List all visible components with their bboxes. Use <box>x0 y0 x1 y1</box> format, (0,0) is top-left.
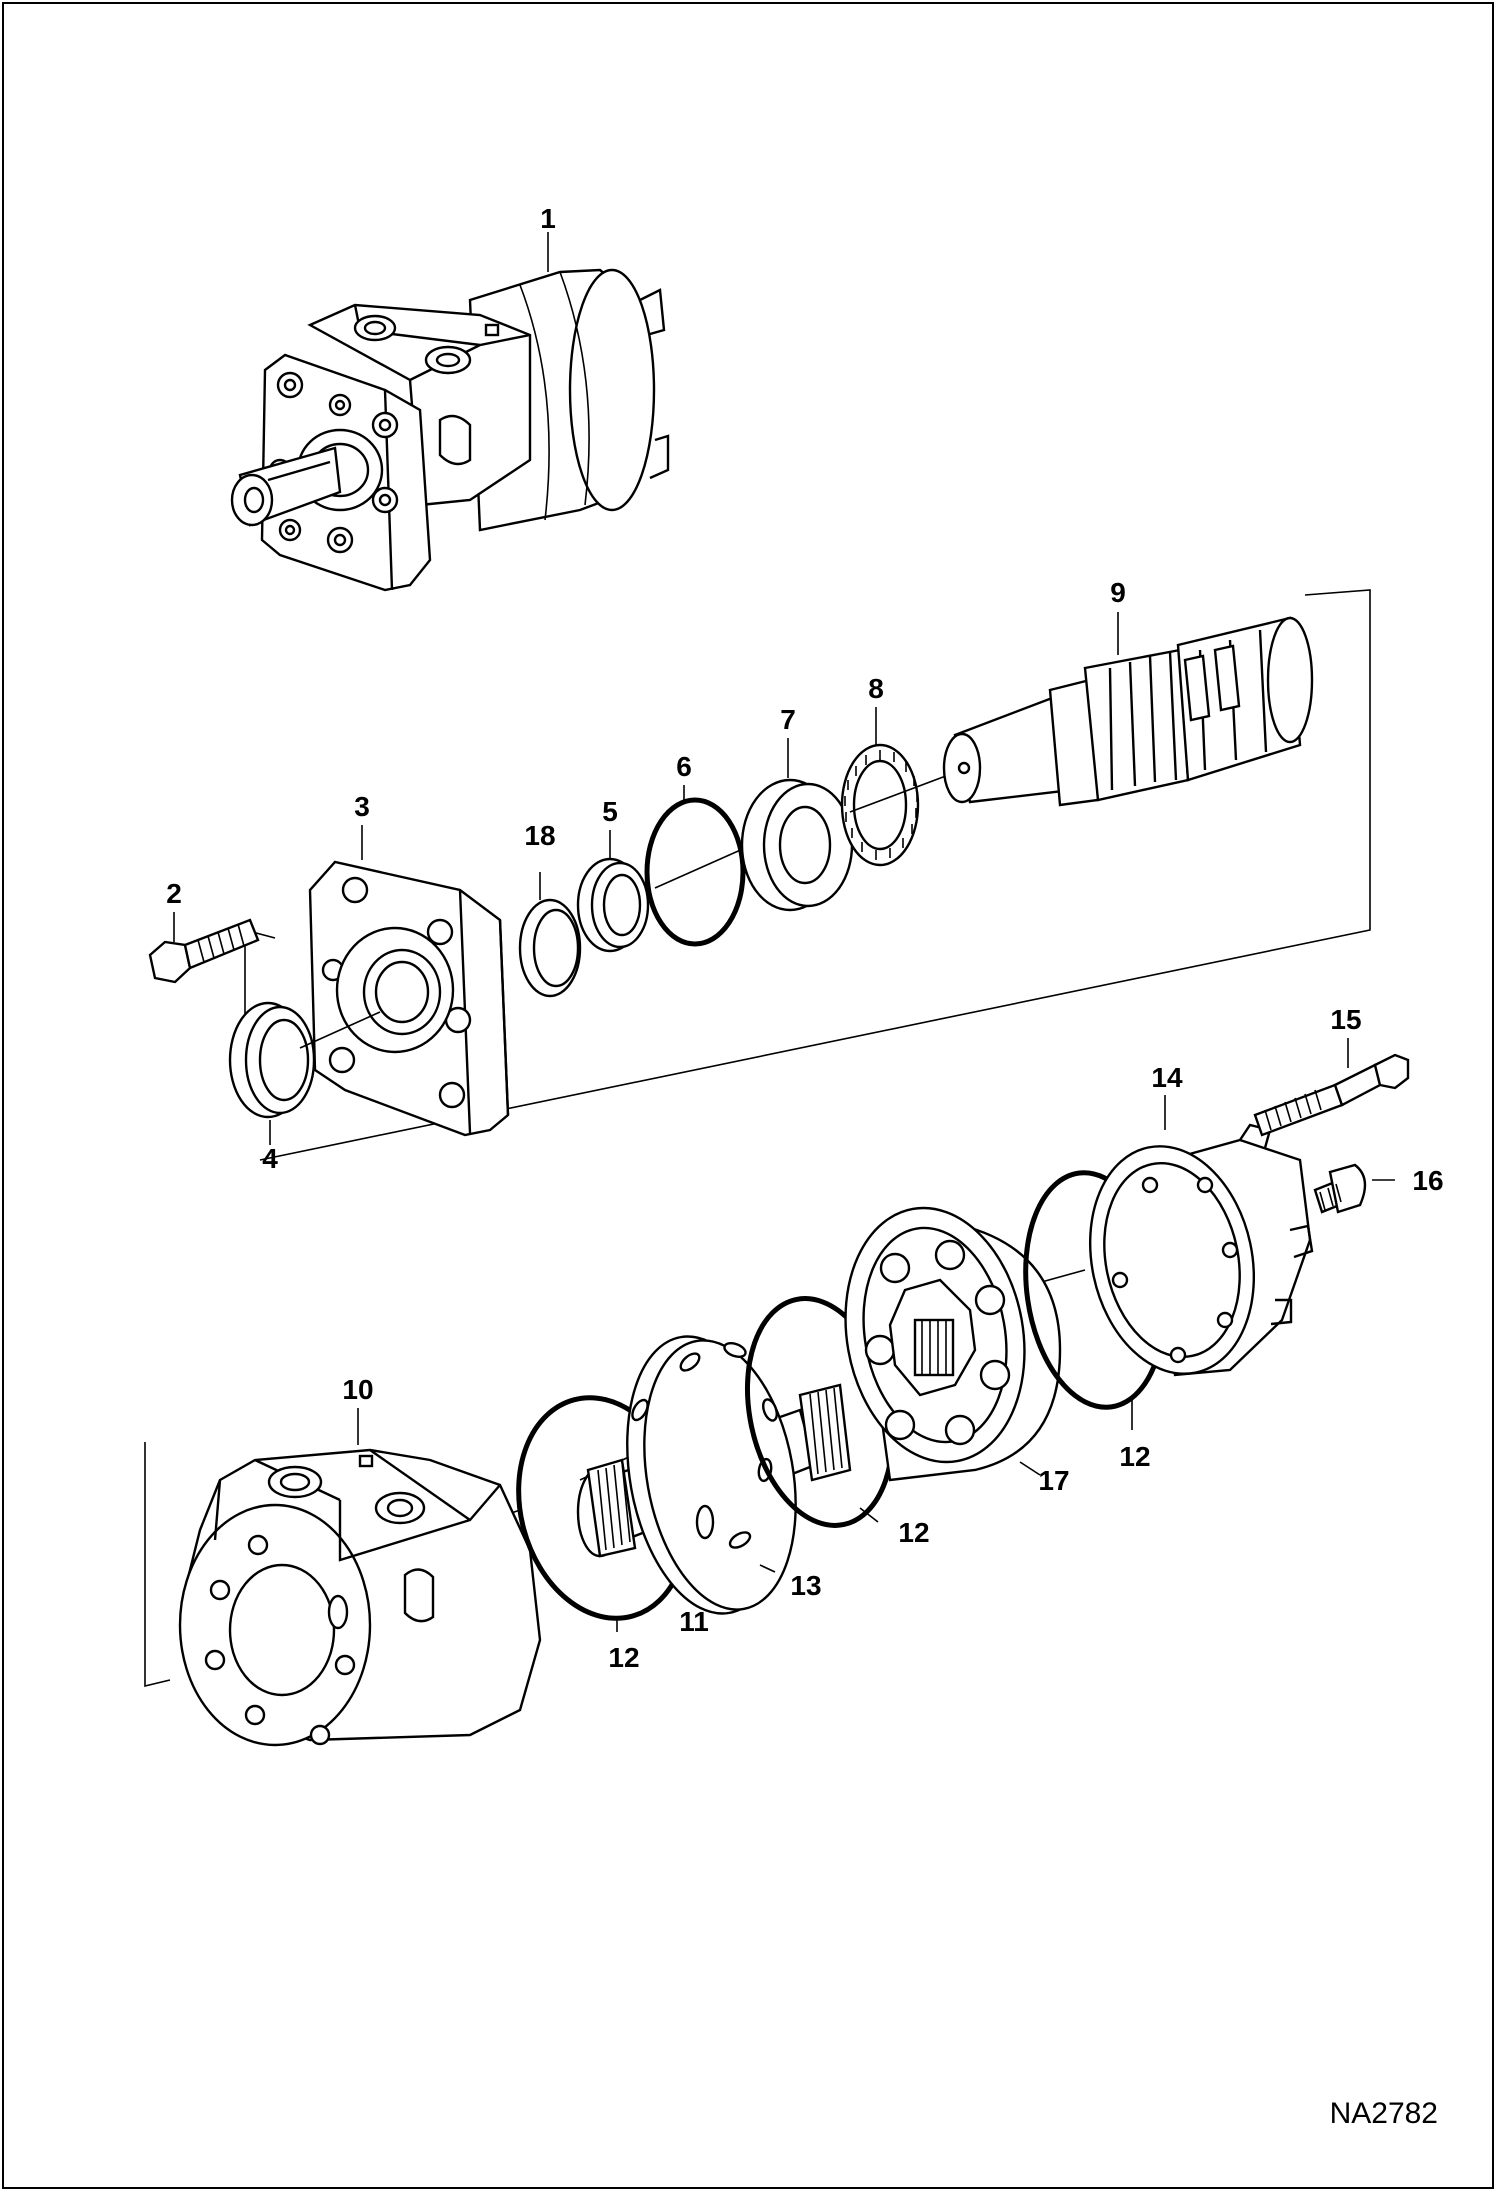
callout-11: 11 <box>679 1606 709 1637</box>
end-cap <box>1088 1123 1314 1377</box>
callout-17: 17 <box>1038 1465 1069 1496</box>
shaft-seal <box>228 1001 381 1119</box>
callout-18: 18 <box>524 820 555 851</box>
bolt <box>1253 1053 1410 1137</box>
callout-12-left: 12 <box>608 1642 639 1673</box>
leader-line <box>859 1507 879 1523</box>
bearing-race <box>740 778 854 912</box>
plug <box>1313 1163 1367 1214</box>
callout-14: 14 <box>1151 1062 1183 1093</box>
callout-15: 15 <box>1330 1004 1361 1035</box>
seal-ring <box>576 857 650 953</box>
screw <box>148 918 260 984</box>
callout-9: 9 <box>1110 577 1126 608</box>
callout-3: 3 <box>354 791 370 822</box>
washer <box>518 898 582 998</box>
gerotor-set <box>844 1206 1062 1482</box>
o-ring <box>644 797 746 947</box>
figure-id: NA2782 <box>1329 2097 1438 2130</box>
callout-10: 10 <box>342 1374 373 1405</box>
callout-5: 5 <box>602 796 618 827</box>
callout-4: 4 <box>262 1143 278 1174</box>
wear-plate <box>626 1335 797 1615</box>
callout-16: 16 <box>1412 1165 1443 1196</box>
mounting-flange <box>308 860 510 1137</box>
callout-2: 2 <box>166 878 182 909</box>
callout-6: 6 <box>676 751 692 782</box>
output-shaft <box>942 616 1314 807</box>
callout-8: 8 <box>868 673 884 704</box>
thrust-bearing <box>840 743 920 867</box>
valve-housing <box>178 1448 542 1747</box>
callout-1: 1 <box>540 203 556 234</box>
explode-axis <box>654 847 746 889</box>
callout-12-middle: 12 <box>898 1517 929 1548</box>
callout-13: 13 <box>790 1570 821 1601</box>
callout-12-right: 12 <box>1119 1441 1150 1472</box>
motor-assembly <box>230 268 670 592</box>
callout-7: 7 <box>780 704 796 735</box>
